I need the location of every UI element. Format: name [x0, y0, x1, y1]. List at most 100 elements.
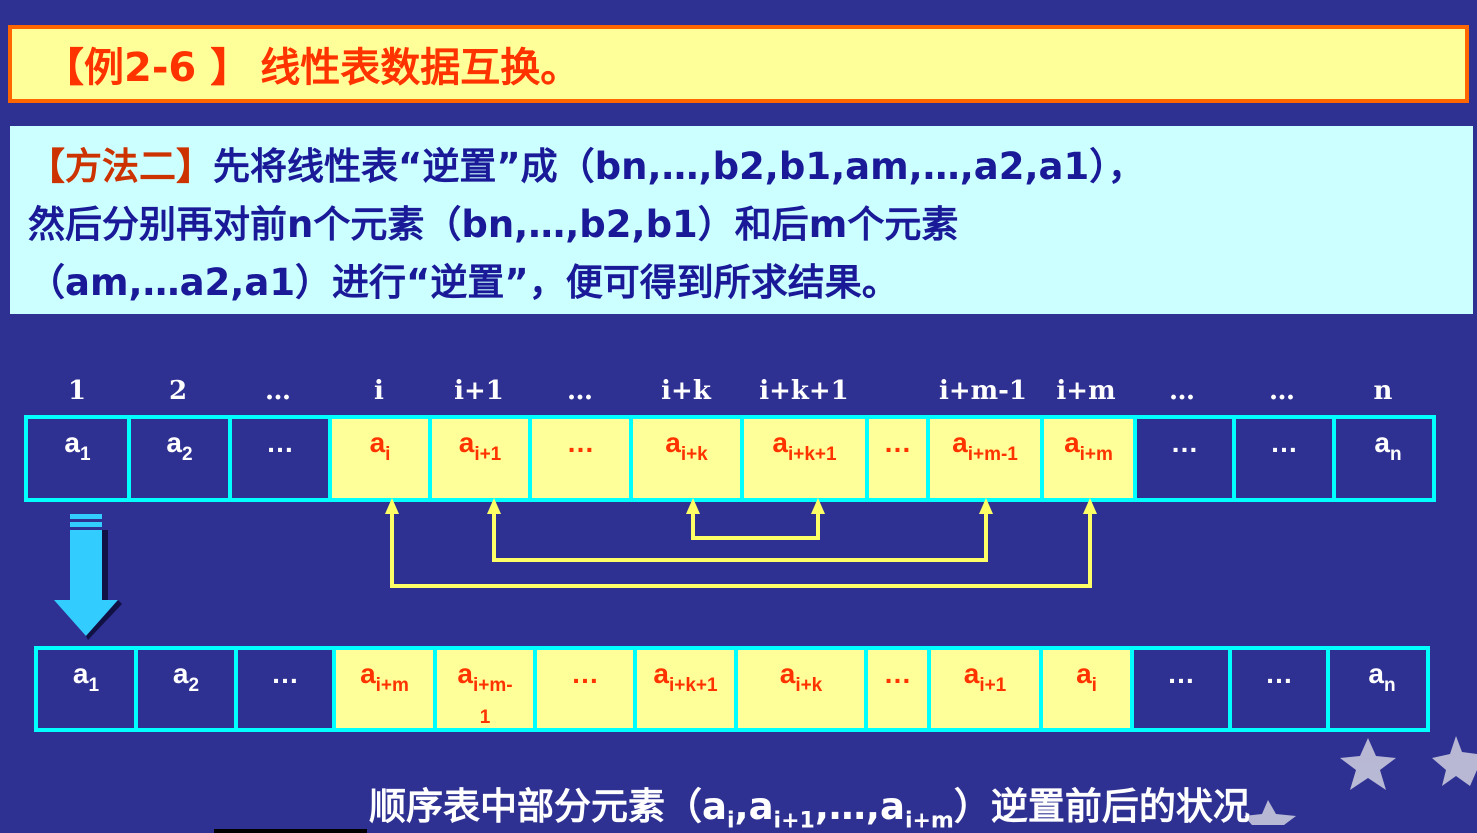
cell-subscript: 1: [80, 444, 91, 465]
cell-subscript: 1: [88, 675, 100, 696]
cell-value: a: [64, 427, 80, 458]
cell-value: a: [1374, 427, 1390, 458]
down-arrow-icon: [54, 514, 122, 640]
cell-value: a: [172, 658, 189, 689]
index-label: …: [567, 376, 593, 406]
cell-value: a: [1076, 658, 1092, 689]
method-description: 【方法二】先将线性表“逆置”成（bn,…,b2,b1,am,…,a2,a1）， …: [10, 126, 1473, 314]
array-cell: ai+k+1: [637, 650, 738, 728]
example-label: 【例2-6 】: [44, 45, 251, 91]
array-cell: ai+k+1: [744, 419, 869, 498]
array-cell: ai: [332, 419, 432, 498]
cell-value: a: [360, 658, 376, 689]
cell-subscript: i+m-1: [967, 444, 1018, 465]
array-cell: ai+k: [633, 419, 744, 498]
index-label: …: [1169, 376, 1195, 406]
cell-value: a: [369, 427, 386, 458]
cell-subscript: n: [1383, 675, 1396, 696]
array-cell: …: [1134, 650, 1232, 728]
cell-subscript: i+m: [375, 675, 409, 696]
cell-subscript: i+1: [474, 444, 502, 465]
cell-subscript: i+k: [795, 675, 823, 696]
index-label: i+k+1: [759, 376, 849, 406]
cell-value: a: [166, 427, 182, 458]
method-tag: 【方法二】: [28, 145, 213, 188]
array-cell: …: [238, 650, 336, 728]
cell-subscript: n: [1389, 444, 1402, 465]
array-cell: an: [1330, 650, 1434, 728]
index-label: i+1: [454, 376, 504, 406]
array-cell: …: [868, 650, 931, 728]
cell-subscript: 2: [188, 675, 200, 696]
cell-value: …: [1270, 427, 1298, 458]
index-label: i+m-1: [938, 376, 1028, 406]
array-cell: ai+m- 1: [437, 650, 537, 728]
array-cell: ai: [1043, 650, 1134, 728]
method-line-2: 然后分别再对前n个元素（bn,…,b2,b1）和后m个元素: [28, 203, 959, 246]
cell-value: a: [72, 658, 89, 689]
array-cell: ai+1: [931, 650, 1043, 728]
index-label: …: [265, 376, 291, 406]
cell-subscript: i: [385, 444, 391, 465]
cell-value: a: [457, 658, 473, 689]
cell-value: a: [1368, 658, 1384, 689]
array-cell: …: [537, 650, 637, 728]
cell-subscript: 2: [182, 444, 193, 465]
cell-value: …: [883, 658, 912, 689]
method-line-3: （am,…a2,a1）进行“逆置”，便可得到所求结果。: [28, 261, 899, 304]
cell-value: a: [458, 427, 475, 458]
index-label: i+k: [661, 376, 711, 406]
array-cell: …: [1236, 419, 1336, 498]
swap-line-inner: [691, 510, 820, 540]
swap-line-outer: [390, 510, 1092, 588]
method-line-1: 【方法二】先将线性表“逆置”成（bn,…,b2,b1,am,…,a2,a1），: [28, 145, 1145, 188]
cell-value: a: [653, 658, 669, 689]
cell-subscript: i+1: [979, 675, 1007, 696]
example-title: 【例2-6 】 线性表数据互换。: [8, 25, 1469, 103]
array-cell: …: [1137, 419, 1236, 498]
cell-value: …: [1167, 658, 1195, 689]
cell-value: …: [566, 427, 595, 458]
array-cell: ai+k: [738, 650, 868, 728]
cell-value: …: [1170, 427, 1199, 458]
cell-subscript-continued: 1: [479, 707, 491, 728]
array-cell: ai+m-1: [930, 419, 1044, 498]
cell-value: a: [952, 427, 968, 458]
cell-subscript: i+m-: [472, 675, 513, 696]
array-cell: …: [532, 419, 633, 498]
example-text: 线性表数据互换。: [260, 45, 581, 91]
cell-value: …: [266, 427, 294, 458]
cell-value: a: [772, 427, 788, 458]
array-cell: …: [232, 419, 332, 498]
swap-line-middle: [492, 510, 988, 562]
array-cell: …: [1232, 650, 1330, 728]
cell-value: …: [271, 658, 299, 689]
index-label: i+m: [1056, 376, 1116, 406]
caption-underline: [214, 795, 367, 833]
index-label: i: [374, 376, 384, 406]
array-cell: a1: [28, 419, 131, 498]
index-label: 1: [67, 376, 87, 406]
array-cell: an: [1336, 419, 1440, 498]
cell-value: …: [1265, 658, 1293, 689]
cell-subscript: i+k: [680, 444, 708, 465]
array-cell: a2: [131, 419, 232, 498]
cell-value: a: [963, 658, 980, 689]
figure-caption: 顺序表中部分元素（ai,ai+1,…,ai+m）逆置前后的状况: [214, 776, 1314, 833]
array-cell: a2: [138, 650, 238, 728]
index-label: …: [1269, 376, 1295, 406]
array-cell: …: [869, 419, 930, 498]
cell-value: …: [883, 427, 912, 458]
cell-value: a: [665, 427, 681, 458]
array-cell: a1: [38, 650, 138, 728]
array-cell: ai+m: [336, 650, 437, 728]
index-label: 2: [168, 376, 188, 406]
array-cell: ai+1: [432, 419, 532, 498]
cell-value: a: [779, 658, 796, 689]
cell-subscript: i+m: [1079, 444, 1113, 465]
index-label: n: [1373, 376, 1393, 406]
cell-subscript: i+k+1: [787, 444, 837, 465]
cell-value: a: [1064, 427, 1080, 458]
